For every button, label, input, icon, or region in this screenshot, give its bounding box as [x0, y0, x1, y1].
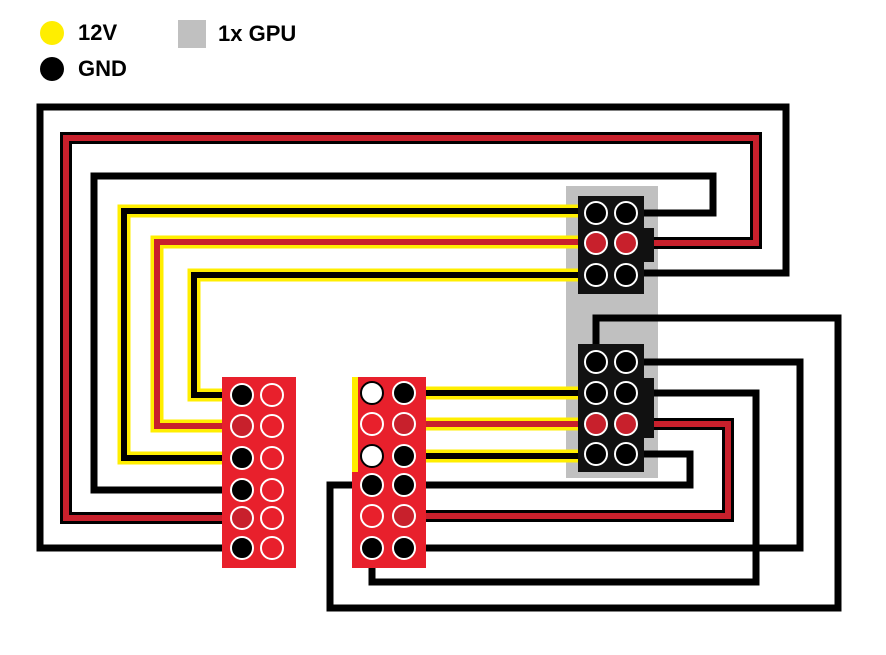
red-wire-right: [404, 421, 731, 519]
gnd-wire-right-loop: [326, 314, 842, 612]
gpu-connector-top-pins: [584, 201, 638, 287]
gnd-wire-right-inner: [404, 450, 694, 489]
legend-item-12v: 12V: [40, 20, 117, 46]
12v-wire-a: [121, 208, 596, 461]
gpu-connector-bottom: [578, 344, 654, 472]
legend-label-gnd: GND: [78, 56, 127, 81]
psu-connector-left: [222, 377, 296, 568]
12v-wires: [117, 204, 596, 465]
legend-item-gpu: 1x GPU: [178, 20, 296, 48]
gnd-wire-top: [90, 172, 717, 494]
gnd-wire-right-b: [368, 389, 760, 586]
red-wires: [60, 132, 762, 524]
gnd-wire-outer: [36, 103, 790, 552]
12v-swatch-icon: [40, 21, 64, 45]
psu-connector-middle-pins: [360, 381, 416, 560]
legend-label-gpu: 1x GPU: [218, 21, 297, 46]
12v-wire-c: [191, 272, 596, 398]
psu-connector-left-pins: [230, 383, 284, 560]
gnd-wires: [36, 103, 842, 612]
gpu-swatch-icon: [178, 20, 206, 48]
12v-wire-b: [154, 239, 596, 429]
legend-label-12v: 12V: [78, 20, 118, 45]
gnd-wire-right-mid: [404, 358, 804, 552]
gpu-connector-bottom-pins: [584, 350, 638, 466]
red-wire-outer: [63, 135, 759, 521]
legend: 12V GND 1x GPU: [0, 0, 886, 100]
gpu-connector-top: [578, 196, 654, 294]
gnd-swatch-icon: [40, 57, 64, 81]
legend-item-gnd: GND: [40, 56, 127, 82]
psu-connector-middle: [352, 377, 426, 568]
